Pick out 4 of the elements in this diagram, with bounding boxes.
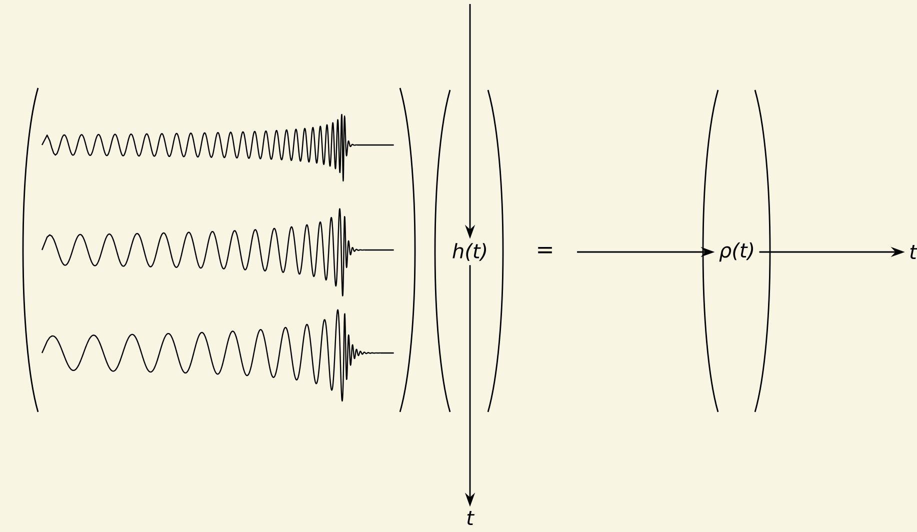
math-label: ρ(t) [719, 242, 754, 262]
math-label: t [467, 510, 475, 526]
math-label: h(t) [452, 243, 486, 261]
equals-sign: = [538, 247, 552, 254]
